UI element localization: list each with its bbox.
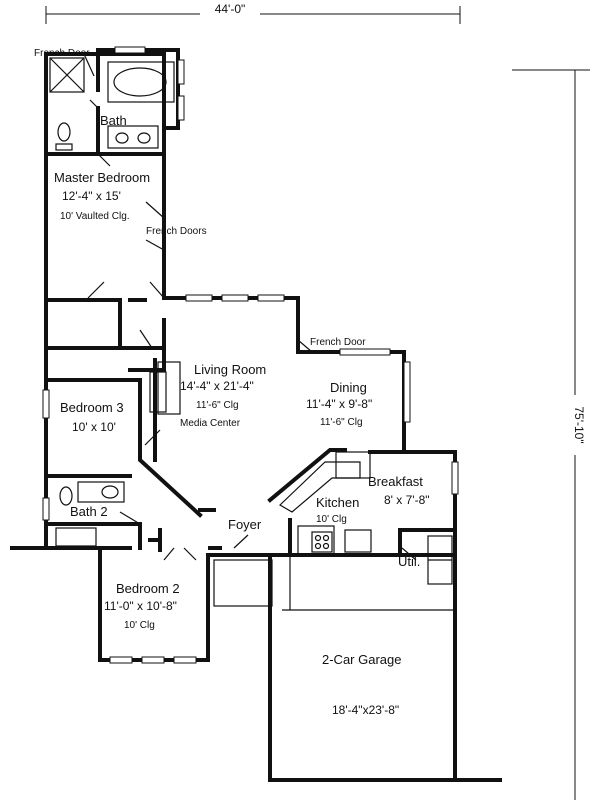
room-labels: French Door Bath Master Bedroom 12'-4" x… (34, 48, 430, 717)
exterior-walls (10, 48, 502, 782)
master-bedroom-size: 12'-4" x 15' (62, 189, 121, 203)
dining-size: 11'-4" x 9'-8" (306, 397, 372, 411)
master-bedroom-name: Master Bedroom (54, 170, 150, 185)
bedroom-2-ceiling: 10' Clg (124, 620, 155, 631)
width-dimension-label: 44'-0" (215, 2, 246, 16)
breakfast-name: Breakfast (368, 474, 423, 489)
garage-name: 2-Car Garage (322, 652, 401, 667)
bedroom-3-name: Bedroom 3 (60, 400, 124, 415)
master-bedroom-ceiling: 10' Vaulted Clg. (60, 211, 130, 222)
doors (83, 53, 417, 561)
bath-label: Bath (100, 113, 127, 128)
french-door-top-label: French Door (34, 48, 90, 59)
living-room-size: 14'-4" x 21'-4" (180, 379, 254, 393)
kitchen-name: Kitchen (316, 495, 359, 510)
garage-size: 18'-4"x23'-8" (332, 703, 399, 717)
dining-ceiling: 11'-6" Clg (320, 417, 363, 428)
french-door-dining-label: French Door (310, 337, 366, 348)
depth-dimension-label: 75'-10" (572, 406, 586, 443)
depth-dimension: 75'-10" (512, 69, 590, 800)
kitchen-ceiling: 10' Clg (316, 514, 347, 525)
breakfast-size: 8' x 7'-8" (384, 493, 430, 507)
interior-walls (44, 52, 457, 557)
width-dimension: 44'-0" (45, 2, 461, 24)
dining-name: Dining (330, 380, 367, 395)
fixtures (49, 57, 455, 611)
living-room-name: Living Room (194, 362, 266, 377)
util-label: Util. (398, 554, 420, 569)
bedroom-2-size: 11'-0" x 10'-8" (104, 599, 177, 613)
french-doors-master-label: French Doors (146, 226, 207, 237)
foyer-label: Foyer (228, 517, 262, 532)
windows (42, 46, 459, 664)
media-center-label: Media Center (180, 418, 241, 429)
bedroom-3-size: 10' x 10' (72, 420, 116, 434)
bath-2-label: Bath 2 (70, 504, 108, 519)
living-room-ceiling: 11'-6" Clg (196, 400, 239, 411)
bedroom-2-name: Bedroom 2 (116, 581, 180, 596)
